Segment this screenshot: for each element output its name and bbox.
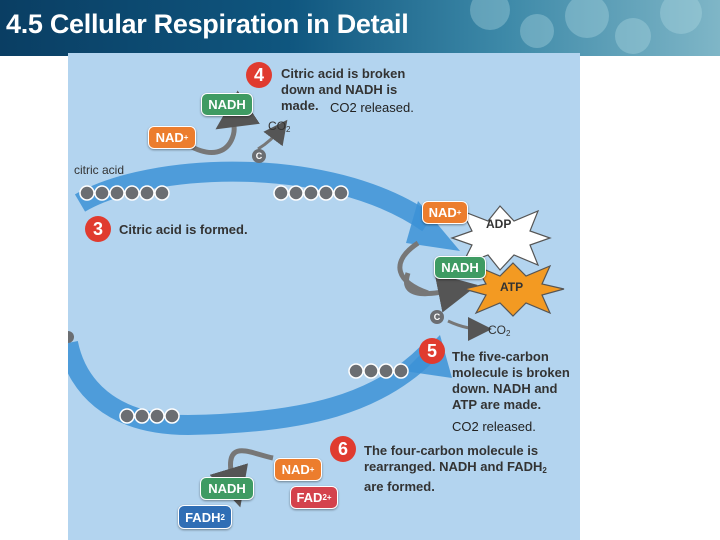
nad-plus-badge-top: NAD+ [148,126,196,149]
nadh-badge-top: NADH [201,93,253,116]
header-banner: 4.5 Cellular Respiration in Detail [0,0,720,56]
diagram-panel: 4 Citric acid is broken down and NADH is… [68,53,580,540]
adp-to-atp-arrow [403,272,478,313]
cell-texture [615,18,651,54]
nad-to-nadh-arrow-top [186,90,260,155]
co2-released-note-bottom: CO2 released. [452,419,536,434]
nadh-badge-bottom: NADH [200,477,254,500]
cell-texture [470,0,510,30]
cycle-arrow-lower [68,340,436,436]
carbon-chain-citric [79,185,170,201]
atp-label: ATP [500,280,524,294]
carbon-atom-mid: C [430,310,444,324]
adp-starburst [450,205,552,271]
carbon-chain-five-top [273,185,349,201]
co2-release-arrow-top [257,119,288,151]
cell-texture [565,0,609,38]
co2-label-top: CO2 [268,119,291,134]
nad-to-nadh-arrow-bottom [209,448,274,508]
nad-plus-badge-right: NAD+ [422,201,468,224]
step-6-number: 6 [330,436,356,462]
cycle-arrow-head [406,201,460,251]
citric-acid-label: citric acid [74,163,125,177]
cell-texture [520,14,554,48]
step-3-text: Citric acid is formed. [119,222,248,237]
step-4-number: 4 [246,62,272,88]
nad-plus-badge-bottom: NAD+ [274,458,322,481]
co2-released-note-top: CO2 released. [330,100,414,115]
adp-label: ADP [486,217,512,231]
step-5-number: 5 [419,338,445,364]
cell-texture [660,0,702,34]
step-6-text: The four-carbon molecule is rearranged. … [364,443,547,494]
carbon-atom-top: C [252,149,266,163]
carbon-chain-four-bottom [119,408,180,424]
nad-to-nadh-arrow-right [397,240,429,296]
step-4-text: Citric acid is broken down and NADH is m… [281,66,406,113]
nadh-badge-right: NADH [434,256,486,279]
step-5-text: The five-carbon molecule is broken down.… [452,349,570,412]
step-3-number: 3 [85,216,111,242]
carbon-chain-four-right [348,363,409,379]
carbon-atom-left-edge [68,331,74,343]
co2-release-arrow-mid [447,316,492,341]
co2-label-mid: CO2 [488,323,511,338]
page-title: 4.5 Cellular Respiration in Detail [6,9,409,39]
